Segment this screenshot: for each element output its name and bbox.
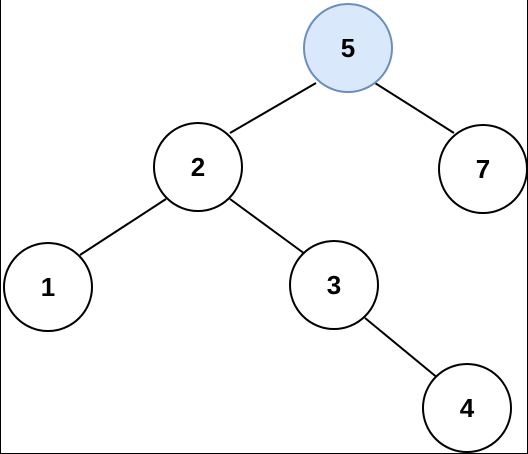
edge-2-3 xyxy=(229,198,306,255)
edge-2-1 xyxy=(79,198,167,256)
node-circle-3 xyxy=(289,240,379,330)
node-label-2: 2 xyxy=(191,152,205,182)
node-circle-7 xyxy=(438,124,528,214)
node-label-5: 5 xyxy=(341,33,355,63)
edge-5-2 xyxy=(229,82,317,134)
node-circle-5 xyxy=(303,3,393,93)
tree-node-5: 5 xyxy=(303,3,393,93)
node-circle-2 xyxy=(153,122,243,212)
node-circle-4 xyxy=(422,363,512,453)
node-label-3: 3 xyxy=(327,270,341,300)
tree-node-7: 7 xyxy=(438,124,528,214)
tree-node-1: 1 xyxy=(3,242,93,332)
edges xyxy=(79,82,455,380)
node-label-1: 1 xyxy=(41,272,55,302)
tree-node-4: 4 xyxy=(422,363,512,453)
node-circle-1 xyxy=(3,242,93,332)
nodes: 5 2 7 1 3 4 xyxy=(3,3,528,453)
edge-3-4 xyxy=(364,317,440,380)
tree-node-2: 2 xyxy=(153,122,243,212)
tree-node-3: 3 xyxy=(289,240,379,330)
node-label-7: 7 xyxy=(476,154,490,184)
node-label-4: 4 xyxy=(460,393,475,423)
edge-5-7 xyxy=(374,82,455,134)
